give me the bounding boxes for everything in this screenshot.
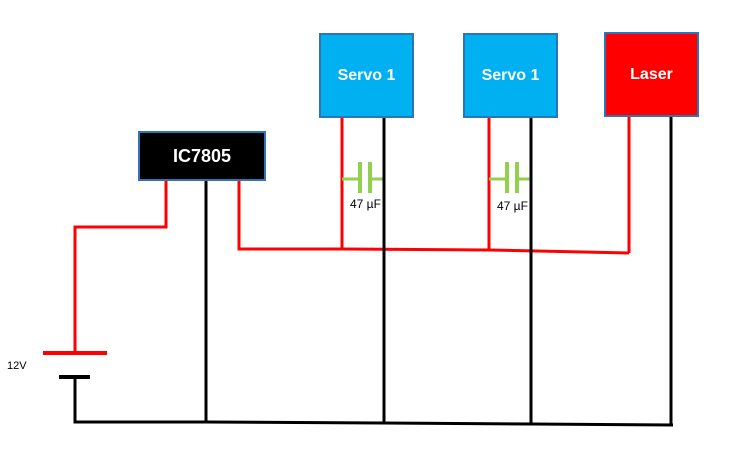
capacitor-2: [489, 162, 531, 193]
battery-positive-wire: [73, 180, 168, 352]
regulated-output-bus: [237, 180, 630, 255]
battery-symbol: [43, 351, 107, 379]
servo-2-block: Servo 1: [463, 33, 558, 118]
laser-label: Laser: [630, 65, 673, 83]
servo-2-label: Servo 1: [481, 66, 540, 84]
capacitor-1-label: 47 µF: [350, 197, 381, 211]
capacitor-1: [342, 162, 384, 193]
regulator-ic7805: IC7805: [138, 131, 266, 181]
capacitor-2-label: 47 µF: [497, 199, 528, 213]
ground-bus: [73, 376, 674, 427]
battery-voltage-label: 12V: [7, 360, 27, 372]
regulator-label: IC7805: [172, 145, 232, 166]
laser-block: Laser: [604, 32, 699, 117]
servo-1-label: Servo 1: [337, 66, 396, 84]
servo-1-block: Servo 1: [319, 33, 414, 118]
